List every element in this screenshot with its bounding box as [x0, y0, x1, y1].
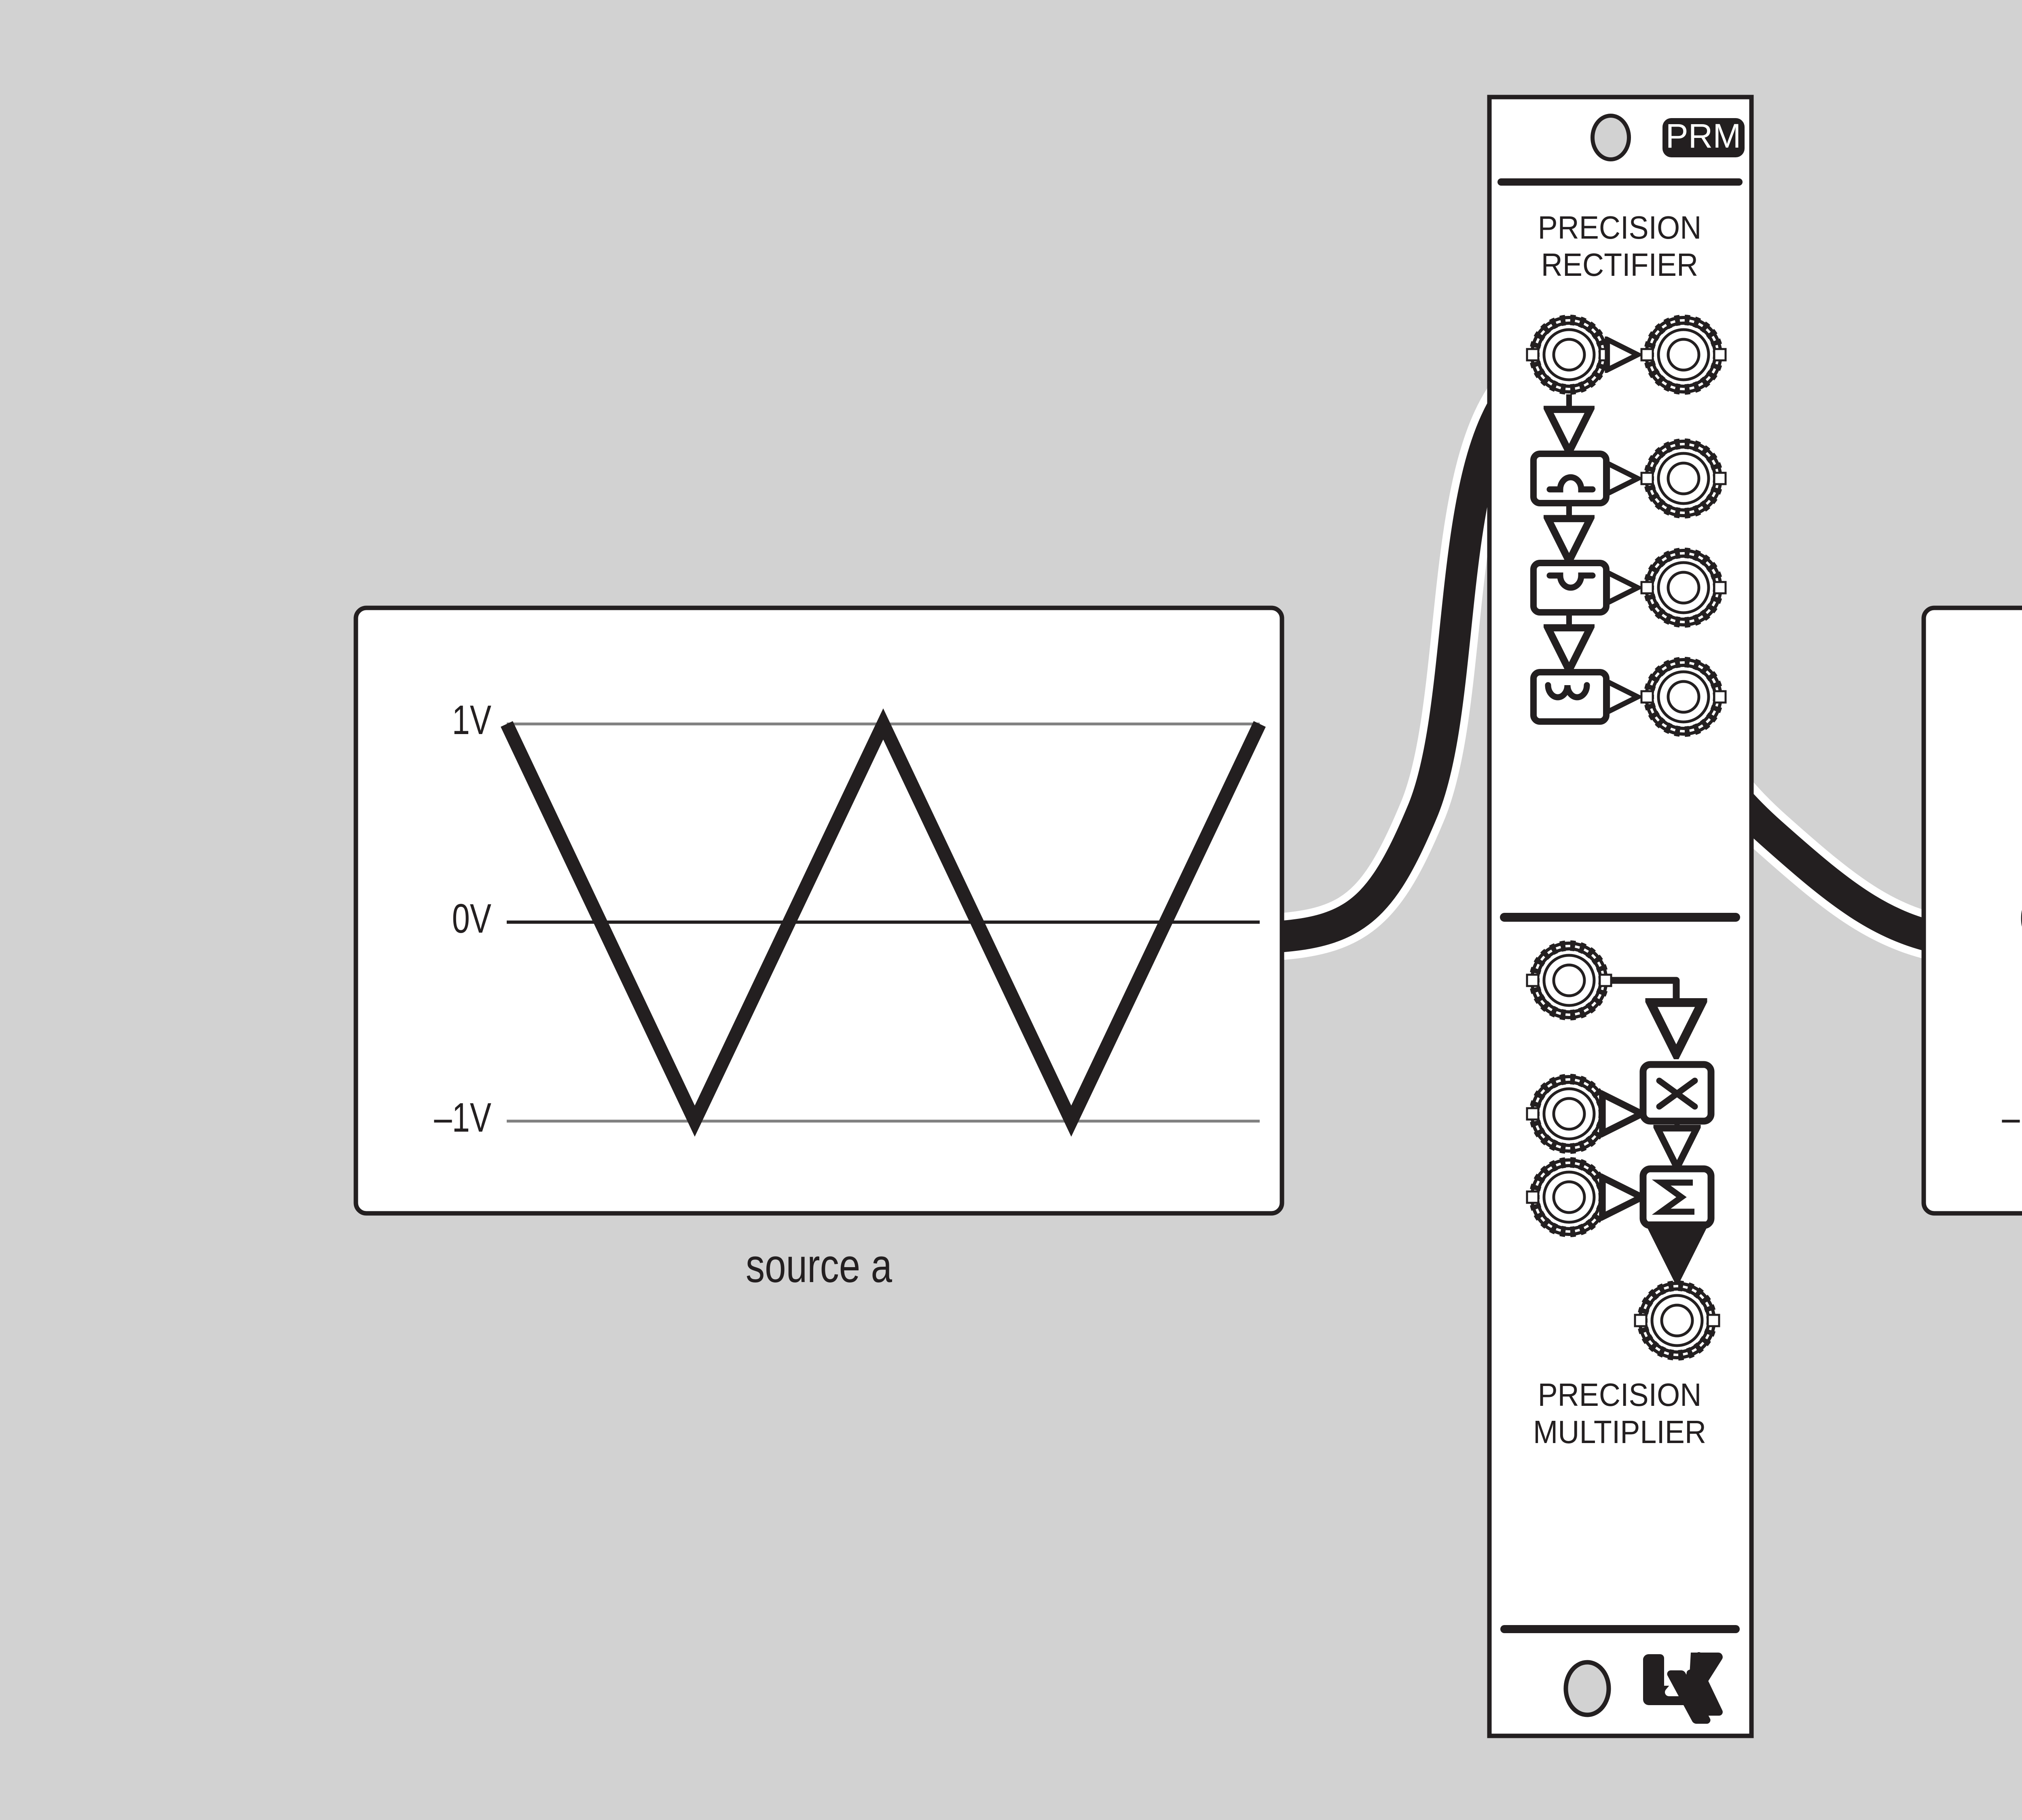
rectifier-block-fullwave [1530, 669, 1610, 725]
source-waveform [501, 708, 1266, 1137]
rectifier-title-line2: RECTIFIER [1541, 247, 1698, 283]
rectifier-title-line1: PRECISION [1538, 210, 1702, 246]
source-caption: source a [746, 1239, 893, 1293]
source-ytick-0v: 0V [452, 896, 491, 942]
arrow-inputa-to-multiply [1612, 977, 1676, 1052]
source-ytick-1v: 1V [452, 697, 491, 743]
prm-badge-label: PRM [1666, 117, 1741, 155]
destination-ytick-1v: 1V [2020, 697, 2022, 743]
destination-ytick-0v: 0V [2020, 896, 2022, 942]
rectifier-block-negative-halfwave [1530, 560, 1610, 616]
mounting-screw-bottom [1563, 1660, 1611, 1717]
multiplier-title-line2: MULTIPLIER [1533, 1414, 1706, 1450]
multiplier-block-multiply [1639, 1061, 1715, 1125]
sum-icon [1652, 1179, 1694, 1215]
lzx-logo [1643, 1652, 1723, 1724]
source-ytick-neg1v: –1V [434, 1095, 491, 1141]
multiplier-block-sum [1639, 1165, 1715, 1229]
destination-ytick-neg1v: –1V [2002, 1095, 2022, 1141]
multiplier-title-line1: PRECISION [1538, 1377, 1702, 1413]
mounting-screw-top [1591, 114, 1631, 161]
cable-source-to-input [1198, 341, 1572, 962]
multiply-icon [1656, 1077, 1698, 1110]
negative-halfwave-icon [1546, 572, 1596, 591]
positive-halfwave-icon [1546, 474, 1596, 493]
fullwave-icon [1545, 682, 1590, 700]
destination-chart-frame [1921, 605, 2022, 1216]
prm-badge [1662, 118, 1745, 157]
rectifier-block-positive-halfwave [1530, 451, 1610, 506]
